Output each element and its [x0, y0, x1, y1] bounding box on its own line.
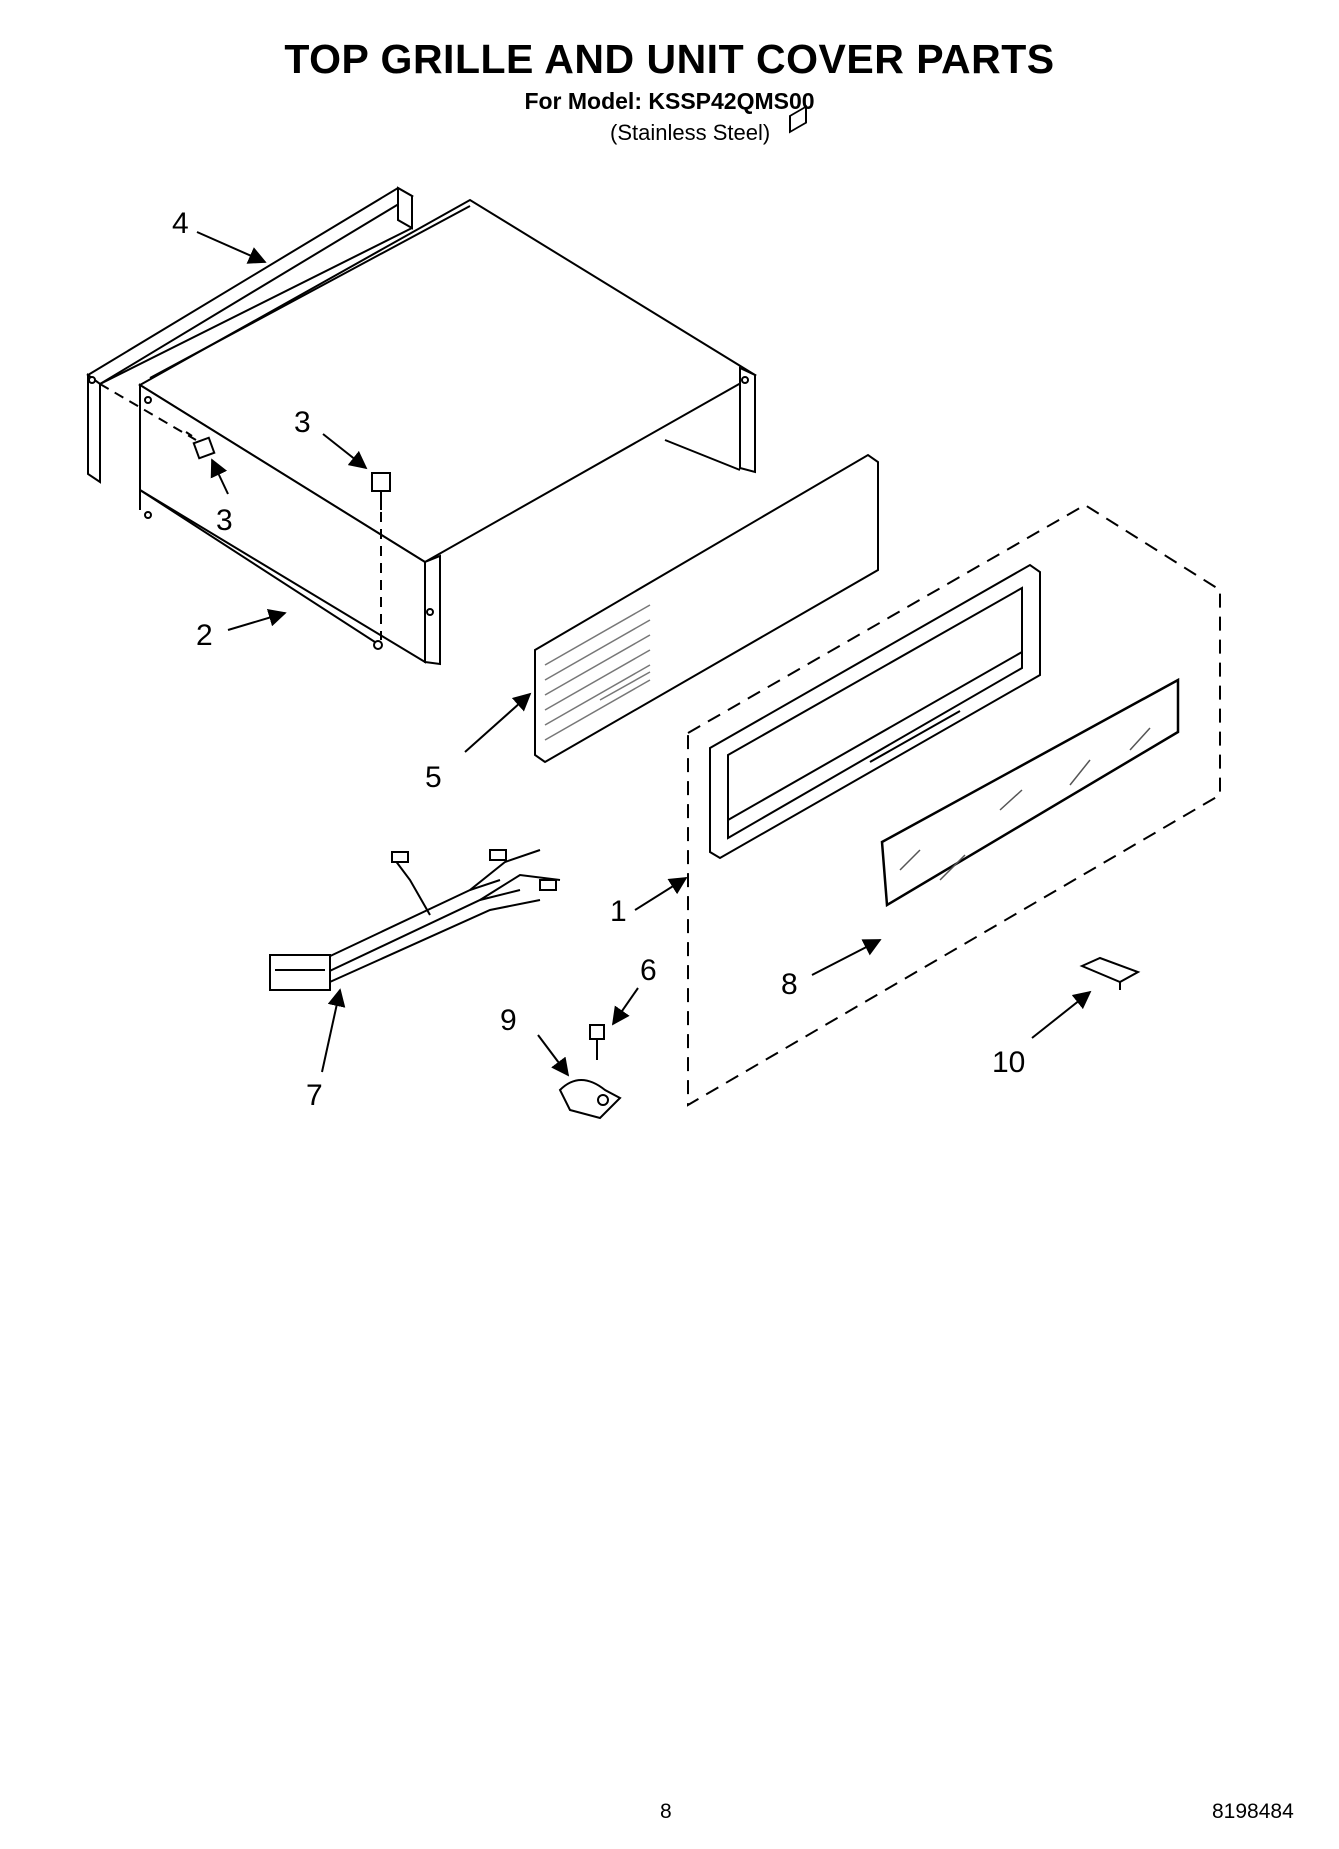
leader-4	[196, 231, 267, 264]
part-1-grille-assembly	[687, 503, 1221, 1107]
part-5-label-panel	[534, 105, 879, 764]
part-7-wire-harness	[269, 849, 561, 991]
callout-1: 1	[610, 895, 627, 928]
leader-8	[811, 939, 882, 976]
part-4-rear-strip	[86, 186, 414, 484]
part-10-clip	[1079, 956, 1141, 990]
leader-1	[634, 877, 688, 911]
callout-6: 6	[640, 954, 657, 987]
leader-3a	[322, 433, 368, 470]
leader-9	[537, 1034, 570, 1077]
part-9-clamp	[558, 1079, 622, 1120]
callout-4: 4	[172, 207, 189, 240]
callout-3b: 3	[216, 504, 233, 537]
leader-6	[611, 987, 639, 1026]
leader-2	[227, 609, 287, 631]
part-6-screw	[589, 1024, 605, 1060]
callout-9: 9	[500, 1004, 517, 1037]
callout-5: 5	[425, 761, 442, 794]
callout-10: 10	[992, 1046, 1025, 1079]
callout-2: 2	[196, 619, 213, 652]
callout-7: 7	[306, 1079, 323, 1112]
page-number: 8	[660, 1800, 672, 1823]
callout-8: 8	[781, 968, 798, 1001]
model-label: For Model: KSSP42QMS00	[524, 88, 815, 114]
part-3-screw-left	[99, 383, 216, 460]
part-8-glass-panel	[880, 677, 1180, 908]
leader-5	[464, 692, 532, 753]
document-number: 8198484	[1212, 1800, 1294, 1823]
leader-7	[321, 988, 346, 1073]
callout-3a: 3	[294, 406, 311, 439]
leader-lines	[196, 231, 1092, 1077]
page-title: TOP GRILLE AND UNIT COVER PARTS	[284, 36, 1055, 82]
part-3-screw-right	[371, 472, 391, 640]
variant-label: (Stainless Steel)	[610, 120, 771, 145]
leader-10	[1031, 990, 1092, 1039]
leader-3b	[210, 458, 229, 495]
